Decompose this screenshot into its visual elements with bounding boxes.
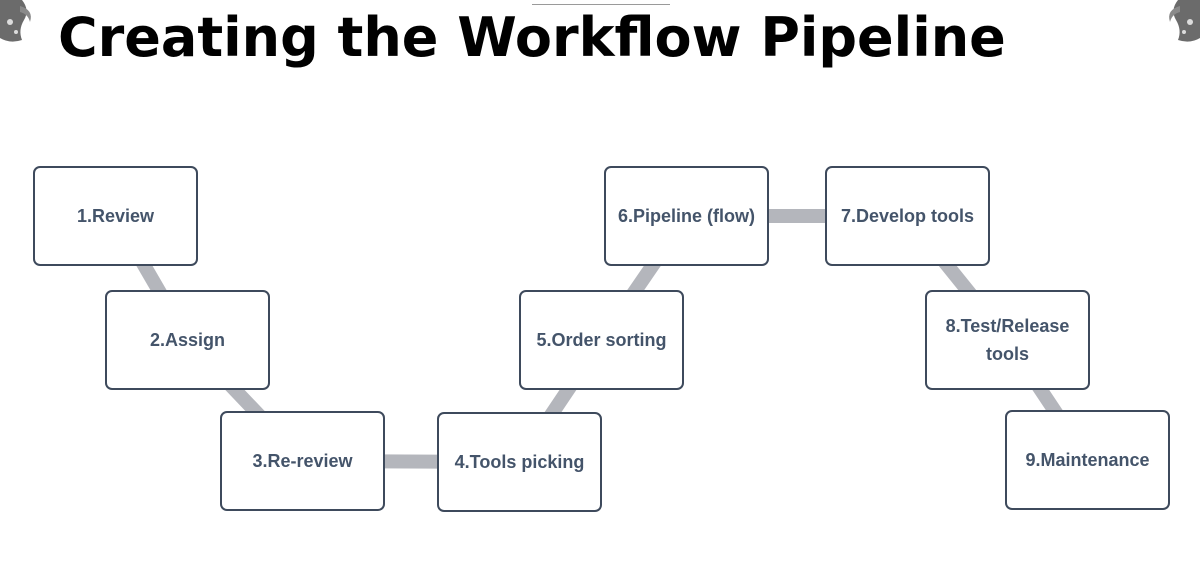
slide-title: Creating the Workflow Pipeline [58, 6, 1006, 69]
step-box-4: 4.Tools picking [437, 412, 602, 512]
step-box-1: 1.Review [33, 166, 198, 266]
top-decoration [532, 0, 670, 5]
step-box-6: 6.Pipeline (flow) [604, 166, 769, 266]
step-box-7: 7.Develop tools [825, 166, 990, 266]
step-box-9: 9.Maintenance [1005, 410, 1170, 510]
step-box-3: 3.Re-review [220, 411, 385, 511]
step-box-5: 5.Order sorting [519, 290, 684, 390]
step-box-8: 8.Test/Release tools [925, 290, 1090, 390]
corner-ornament-left [0, 0, 31, 42]
corner-ornament-right [1169, 0, 1200, 42]
step-box-2: 2.Assign [105, 290, 270, 390]
